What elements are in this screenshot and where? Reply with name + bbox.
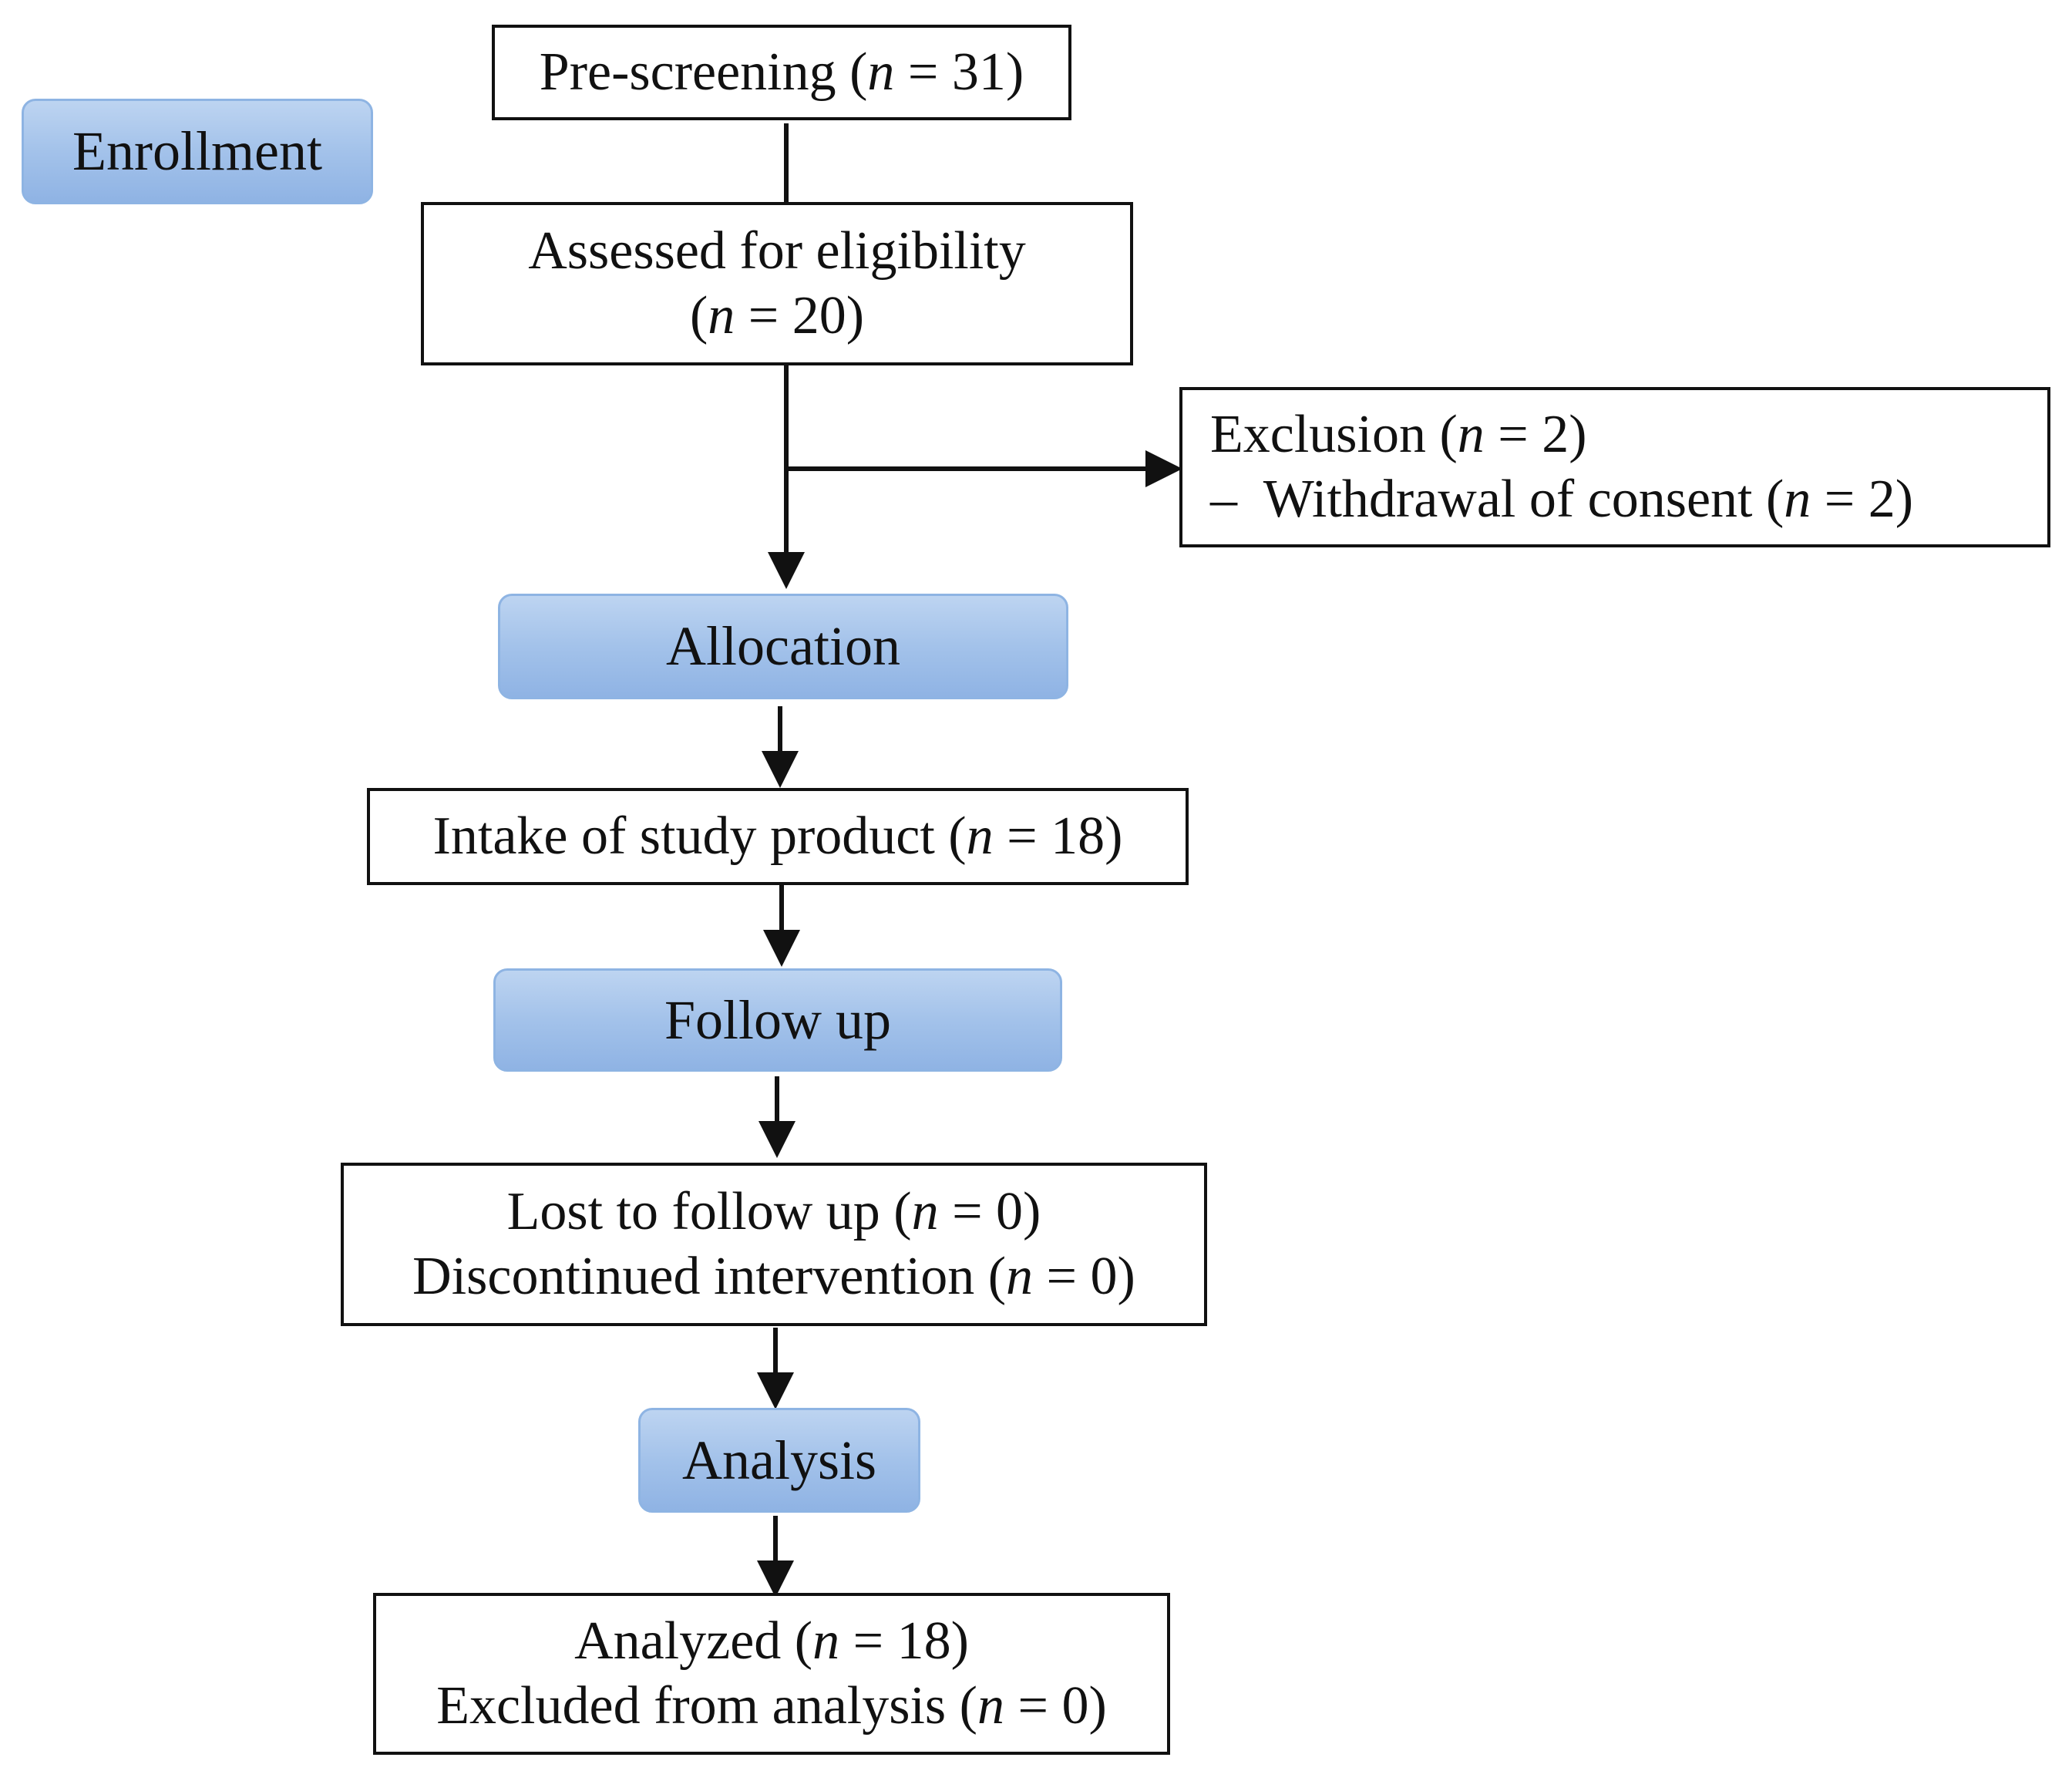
stage-analysis: Analysis	[638, 1408, 920, 1513]
stage-enrollment-label: Enrollment	[72, 120, 322, 182]
discontinued-value: = 0)	[1033, 1247, 1135, 1306]
lost-label: Lost to follow up (	[506, 1182, 912, 1241]
analyzed-label: Analyzed (	[574, 1611, 813, 1671]
box-pre-screening: Pre-screening (n = 31)	[492, 25, 1071, 120]
box-intake: Intake of study product (n = 18)	[367, 788, 1189, 885]
assessed-open: (	[689, 286, 708, 345]
pre-screening-label: Pre-screening (	[539, 42, 868, 102]
analyzed-line1: Analyzed (n = 18)	[574, 1609, 969, 1674]
exclusion-line2: – Withdrawal of consent (n = 2)	[1210, 467, 1913, 532]
box-lost-discontinued: Lost to follow up (n = 0) Discontinued i…	[341, 1163, 1207, 1326]
exclusion-label: Exclusion (	[1210, 405, 1458, 464]
pre-screening-text: Pre-screening (n = 31)	[540, 40, 1024, 105]
discontinued-label: Discontinued intervention (	[412, 1247, 1007, 1306]
excluded-value: = 0)	[1004, 1676, 1107, 1736]
discontinued-n: n	[1006, 1247, 1034, 1306]
exclusion-line1: Exclusion (n = 2)	[1210, 402, 1587, 467]
stage-follow-up: Follow up	[493, 968, 1062, 1072]
lost-line2: Discontinued intervention (n = 0)	[412, 1244, 1135, 1309]
analyzed-line2: Excluded from analysis (n = 0)	[436, 1674, 1107, 1739]
lost-n: n	[911, 1182, 939, 1241]
lost-line1: Lost to follow up (n = 0)	[507, 1180, 1041, 1244]
assessed-line2: (n = 20)	[690, 284, 864, 348]
withdrawal-label: – Withdrawal of consent (	[1210, 470, 1784, 529]
excluded-n: n	[977, 1676, 1004, 1736]
intake-value: = 18)	[993, 806, 1123, 866]
box-assessed-eligibility: Assessed for eligibility (n = 20)	[421, 202, 1133, 365]
stage-follow-up-label: Follow up	[664, 988, 892, 1051]
analyzed-value: = 18)	[839, 1611, 969, 1671]
lost-value: = 0)	[938, 1182, 1041, 1241]
stage-analysis-label: Analysis	[682, 1429, 876, 1491]
exclusion-value: = 2)	[1484, 405, 1587, 464]
intake-label: Intake of study product (	[432, 806, 967, 866]
pre-screening-value: = 31)	[894, 42, 1024, 102]
box-exclusion: Exclusion (n = 2) – Withdrawal of consen…	[1179, 387, 2050, 547]
intake-n: n	[966, 806, 994, 866]
assessed-line1: Assessed for eligibility	[528, 221, 1026, 281]
stage-allocation-label: Allocation	[666, 615, 900, 677]
stage-allocation: Allocation	[498, 594, 1068, 699]
stage-enrollment: Enrollment	[22, 99, 373, 204]
withdrawal-value: = 2)	[1811, 470, 1914, 529]
box-analyzed: Analyzed (n = 18) Excluded from analysis…	[373, 1593, 1170, 1755]
intake-text: Intake of study product (n = 18)	[433, 804, 1123, 869]
excluded-label: Excluded from analysis (	[436, 1676, 977, 1736]
pre-screening-n: n	[867, 42, 895, 102]
assessed-value: = 20)	[735, 286, 865, 345]
exclusion-n: n	[1457, 405, 1485, 464]
assessed-n: n	[708, 286, 735, 345]
withdrawal-n: n	[1784, 470, 1811, 529]
analyzed-n: n	[812, 1611, 840, 1671]
